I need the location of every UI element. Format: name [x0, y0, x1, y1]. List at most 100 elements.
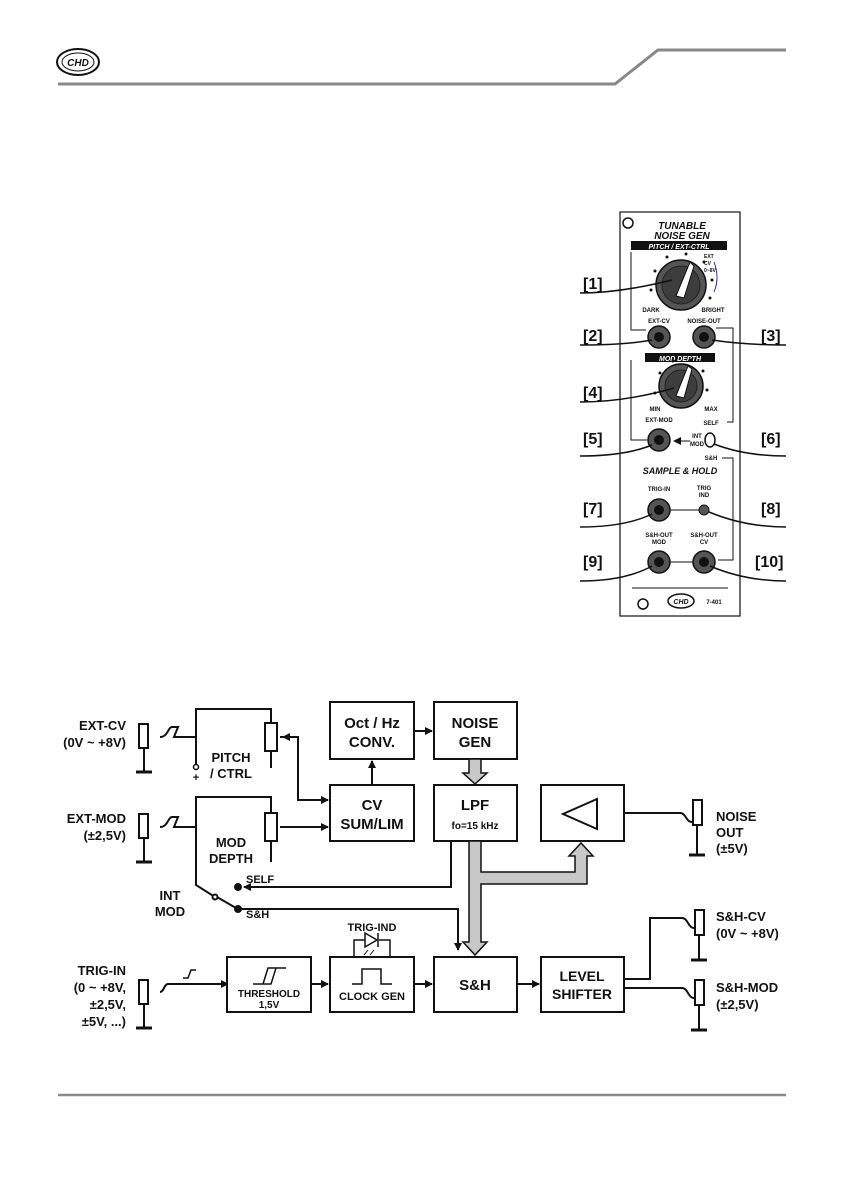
cv-sum-label-1: CV: [362, 797, 383, 814]
callout-9: [9]: [583, 554, 603, 571]
bright-label: BRIGHT: [702, 308, 725, 314]
dark-label: DARK: [642, 308, 660, 314]
callout-3: [3]: [761, 328, 781, 345]
sh-mod-jack-symbol: [681, 979, 707, 1032]
ext-mod-jack-label: EXT-MOD: [645, 418, 673, 424]
clock-gen-block: CLOCK GEN: [329, 956, 415, 1013]
callout-4: [4]: [583, 385, 603, 402]
int-mod-switch[interactable]: [704, 432, 716, 448]
pitch-pot: [264, 722, 298, 752]
clock-gen-label: CLOCK GEN: [339, 991, 405, 1003]
signal-arrows: [311, 727, 680, 988]
ext-cv-label: EXT-CV: [79, 718, 126, 733]
trig-ind-label: TRIG-IND: [348, 922, 397, 934]
noise-out-jack[interactable]: [692, 325, 716, 349]
mount-hole-top: [622, 217, 634, 229]
trig-in-range-1: (0 ~ +8V,: [74, 980, 126, 995]
octhz-label-2: CONV.: [349, 734, 395, 751]
level-shifter-label-1: LEVEL: [559, 968, 605, 984]
noise-out-jack-symbol: [679, 799, 705, 857]
panel-loop-3: [630, 360, 647, 441]
lpf-block: LPF fo=15 kHz: [433, 784, 518, 842]
panel-loop-2: [716, 327, 734, 423]
mod-wiring: [195, 796, 329, 898]
panel-logo: [667, 593, 695, 609]
noise-bus: [461, 758, 595, 957]
mount-hole-bottom: [637, 598, 649, 610]
sh-block: S&H: [433, 956, 518, 1013]
threshold-label: THRESHOLD: [238, 989, 300, 1000]
output-buffer-block: [540, 784, 625, 842]
int-mod-label-2: MOD: [155, 904, 185, 919]
logo-text: CHD: [67, 58, 89, 69]
mod-header-bar: [645, 353, 715, 362]
trig-in-jack-label: TRIG-IN: [648, 487, 670, 493]
trig-ind-label-1: TRIG: [697, 486, 712, 492]
callout-10: [10]: [755, 554, 783, 571]
ext-mod-jack[interactable]: [647, 428, 671, 452]
sh-switch-label: S&H: [705, 456, 718, 462]
block-diagram: EXT-CV (0V ~ +8V) EXT-MOD (±2,5V) TRIG-I…: [63, 701, 779, 1032]
octhz-conv-block: Oct / Hz CONV.: [329, 701, 415, 760]
front-panel: TUNABLE NOISE GEN PITCH / EXT-CTRL EXT C…: [579, 211, 787, 617]
cv-sum-block: CV SUM/LIM: [329, 784, 415, 842]
min-label: MIN: [650, 407, 661, 413]
callout-5: [5]: [583, 431, 603, 448]
self-label: SELF: [703, 421, 719, 427]
ext-mod-range: (±2,5V): [83, 828, 126, 843]
ext-cv-note-3: 0~8V: [704, 268, 716, 274]
panel-title-1: TUNABLE: [658, 221, 706, 232]
sh-switch-label-diagram: S&H: [246, 909, 269, 921]
noise-out-jack-label: NOISE-OUT: [687, 319, 721, 325]
panel-loop-4: [718, 457, 734, 561]
callout-lines: [579, 279, 787, 582]
chd-logo: CHD: [56, 48, 100, 76]
trig-in-jack[interactable]: [647, 498, 671, 522]
sh-cv-jack-symbol: [681, 909, 707, 962]
ext-cv-input-jack: [136, 723, 196, 774]
callout-1: [1]: [583, 276, 603, 293]
noise-out-label-1: NOISE: [716, 809, 757, 824]
sh-out-cv-jack[interactable]: [692, 550, 716, 574]
sh-mod-range: (±2,5V): [716, 997, 759, 1012]
sh-out-mod-jack[interactable]: [647, 550, 671, 574]
noise-gen-block: NOISE GEN: [433, 701, 518, 760]
plus-sign: +: [193, 772, 199, 784]
panel-loop-1: [630, 252, 646, 331]
ext-cv-jack-label: EXT-CV: [648, 319, 670, 325]
ext-mod-label: EXT-MOD: [67, 811, 126, 826]
mod-depth-label-1: MOD: [216, 835, 246, 850]
callout-8: [8]: [761, 501, 781, 518]
mod-depth-header: MOD DEPTH: [659, 356, 702, 363]
threshold-block: THRESHOLD 1,5V: [226, 956, 312, 1013]
trig-in-label: TRIG-IN: [78, 963, 126, 978]
cv-sum-label-2: SUM/LIM: [340, 816, 403, 833]
pitch-knob[interactable]: [649, 252, 714, 311]
trig-led: [698, 504, 710, 516]
ext-cv-jack[interactable]: [647, 325, 671, 349]
trig-in-range-3: ±5V, ...): [82, 1014, 126, 1029]
pitch-header-bar: [631, 241, 727, 250]
sh-out-mod-label-2: MOD: [652, 540, 667, 546]
callout-6: [6]: [761, 431, 781, 448]
header-rule: [58, 48, 786, 86]
header: CHD: [56, 48, 786, 86]
sample-hold-title: SAMPLE & HOLD: [643, 466, 718, 476]
noise-gen-label-2: GEN: [459, 734, 492, 751]
lpf-freq: fo=15 kHz: [452, 821, 499, 832]
sh-out-cv-label-1: S&H-OUT: [690, 533, 718, 539]
int-mod-label-1: INT: [692, 434, 702, 440]
ext-mod-input-jack: [136, 813, 196, 864]
pitch-ctrl-label-1: PITCH: [212, 750, 251, 765]
panel-title-2: NOISE GEN: [654, 231, 710, 242]
ext-cv-note-2: CV: [704, 261, 712, 267]
trig-ind-label-2: IND: [699, 493, 710, 499]
ext-cv-arrow: [713, 261, 718, 293]
panel-logo-text: CHD: [673, 599, 688, 606]
sh-out-mod-label-1: S&H-OUT: [645, 533, 673, 539]
mod-depth-knob[interactable]: [653, 358, 709, 409]
sh-out-cv-label-2: CV: [700, 540, 708, 546]
pitch-ctrl-label-2: / CTRL: [210, 766, 252, 781]
ext-cv-note-1: EXT: [704, 254, 714, 260]
int-mod-label-1: INT: [160, 888, 181, 903]
